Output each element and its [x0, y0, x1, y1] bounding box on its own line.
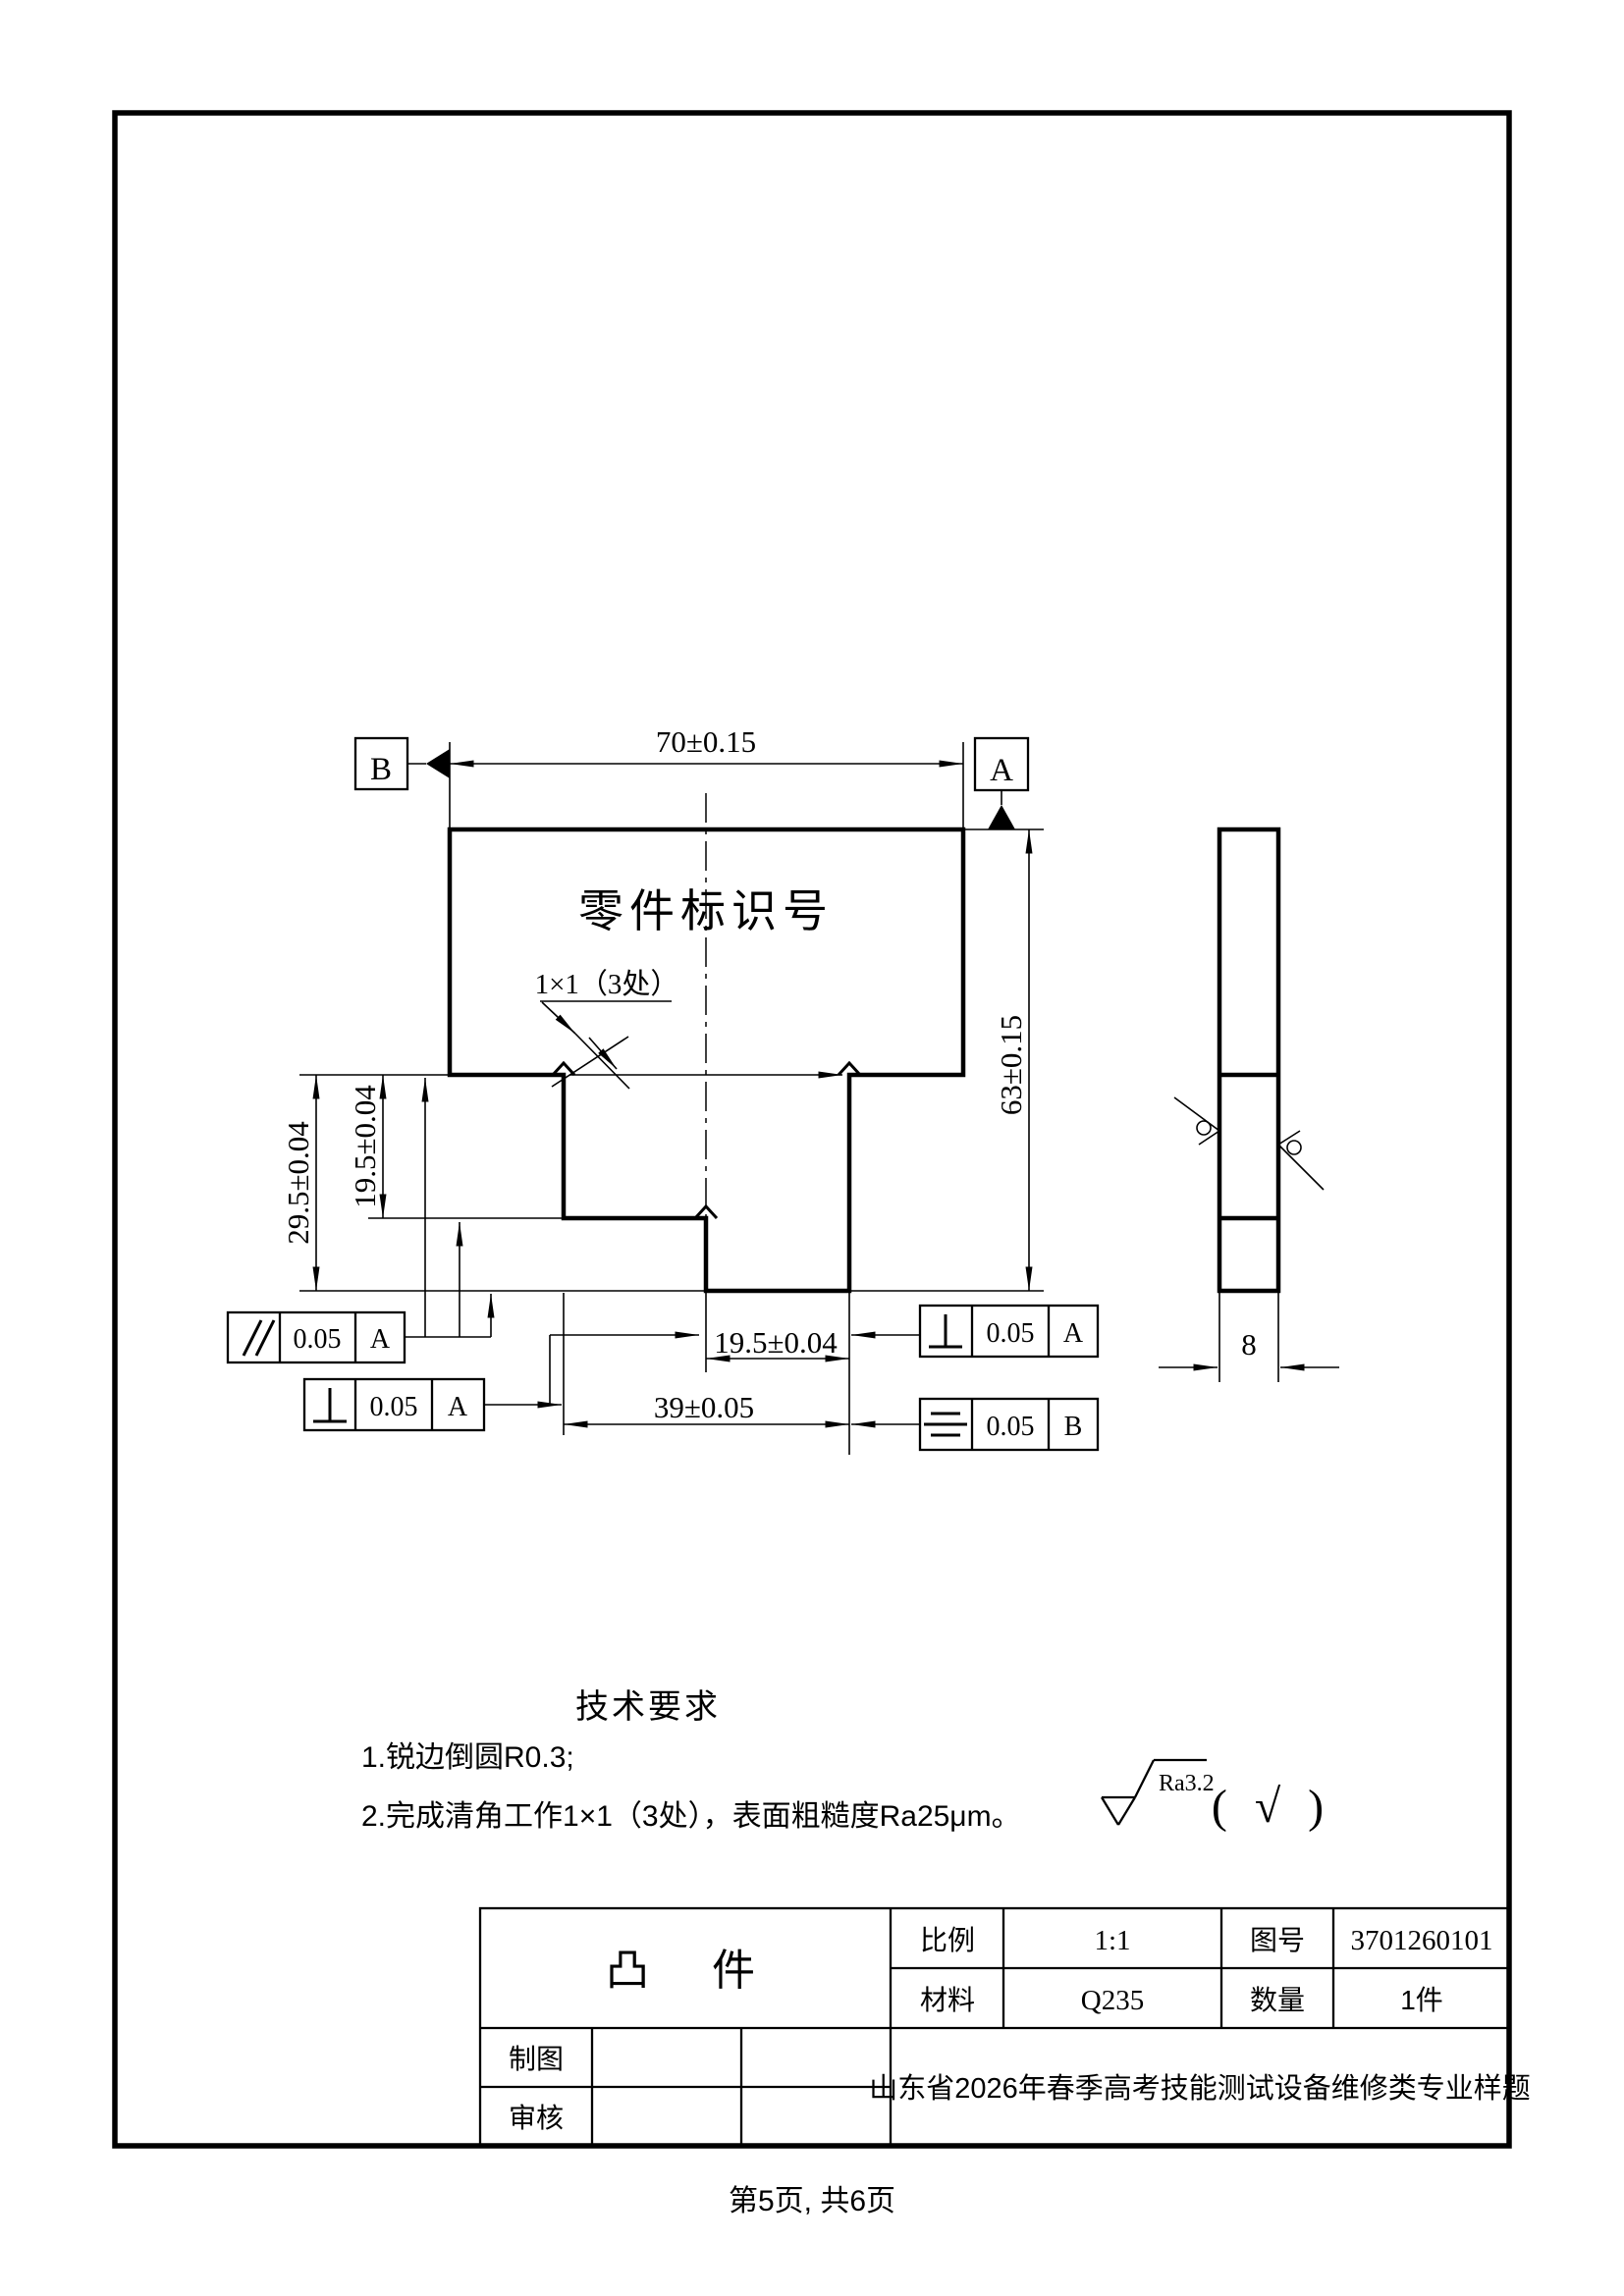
fcf-perpendicularity-right: 0.05 A	[851, 1304, 1100, 1359]
surface-finish-mark-left	[1173, 1096, 1220, 1146]
tech-requirements: 技术要求 1.锐边倒圆R0.3; 2.完成清角工作1×1（3处），表面粗糙度Ra…	[361, 1688, 1021, 1833]
drafter-label: 制图	[509, 2044, 564, 2074]
tech-item-1: 1.锐边倒圆R0.3;	[361, 1741, 574, 1774]
tech-item-2: 2.完成清角工作1×1（3处），表面粗糙度Ra25μm。	[361, 1800, 1021, 1833]
org-title: 山东省2026年春季高考技能测试设备维修类专业样题	[869, 2072, 1531, 2105]
dim-boss-width-text: 19.5±0.04	[714, 1325, 838, 1360]
surface-finish-mark-right	[1277, 1130, 1325, 1191]
checker-label: 审核	[509, 2103, 564, 2133]
dim-height-text: 63±0.15	[994, 1015, 1028, 1115]
fcf-perp-right-datum: A	[1063, 1318, 1084, 1349]
side-outline	[1217, 827, 1281, 1294]
side-view: 8	[1159, 827, 1339, 1382]
dim-bottom-group: 19.5±0.04 39±0.05	[549, 1293, 850, 1455]
fcf-parallelism-datum: A	[370, 1324, 391, 1355]
fcf-perpendicularity-left: 0.05 A	[302, 1377, 562, 1432]
dim-thickness-text: 8	[1241, 1327, 1257, 1362]
dim-thickness-8: 8	[1159, 1293, 1339, 1382]
parallelism-icon	[242, 1319, 276, 1357]
chamfer-note-text: 1×1（3处）	[535, 968, 679, 1000]
perpendicularity-icon	[313, 1388, 347, 1423]
dim-stem-height-text: 29.5±0.04	[281, 1121, 315, 1245]
dim-left-group: 29.5±0.04 19.5±0.04	[281, 1074, 1044, 1292]
border-frame	[112, 110, 1512, 2149]
part-id-label: 零件标识号	[578, 885, 834, 936]
datum-a-flag: A	[963, 736, 1044, 830]
qty-label: 数量	[1250, 1985, 1305, 2015]
chamfer-callout: 1×1（3处）	[535, 968, 842, 1090]
dim-step-height-text: 19.5±0.04	[348, 1085, 382, 1208]
fcf-perp-left-tol: 0.05	[370, 1392, 418, 1422]
fcf-perp-right-tol: 0.05	[987, 1318, 1035, 1349]
part-name: 凸 件	[606, 1947, 765, 1995]
dim-width-text: 70±0.15	[656, 724, 756, 759]
qty-value: 1件	[1400, 1985, 1443, 2015]
fcf-parallelism-tol: 0.05	[294, 1324, 342, 1355]
material-label: 材料	[920, 1985, 975, 2015]
drawing-no-label: 图号	[1250, 1925, 1305, 1955]
dim-height-63: 63±0.15	[994, 829, 1033, 1291]
material-value: Q235	[1081, 1985, 1144, 2016]
page-footer: 第5页, 共6页	[729, 2185, 895, 2217]
roughness-value: Ra3.2	[1159, 1771, 1215, 1796]
drawing-no-value: 3701260101	[1351, 1925, 1493, 1956]
fcf-symmetry-tol: 0.05	[987, 1412, 1035, 1442]
symmetry-icon	[924, 1412, 967, 1437]
datum-a-triangle	[988, 805, 1015, 829]
fcf-symmetry: 0.05 B	[851, 1397, 1100, 1452]
title-block: 凸 件 比例 1:1 图号 3701260101 材料 Q235 数量 1件 制…	[478, 1906, 1531, 2148]
datum-b-label: B	[370, 752, 392, 787]
front-view: 零件标识号 1×1（3处） 70±0.15 B A	[281, 724, 1044, 1455]
roughness-applies: ( √ )	[1212, 1781, 1331, 1833]
fcf-symmetry-datum: B	[1064, 1412, 1083, 1442]
perpendicularity-icon	[929, 1314, 962, 1349]
fcf-parallelism: 0.05 A	[226, 1078, 495, 1364]
datum-b-flag: B	[353, 736, 450, 791]
scale-label: 比例	[920, 1925, 975, 1955]
dim-stem-width-text: 39±0.05	[654, 1390, 754, 1424]
scale-value: 1:1	[1094, 1925, 1130, 1956]
datum-b-triangle	[426, 749, 450, 778]
fcf-perp-left-datum: A	[448, 1392, 468, 1422]
roughness-note: Ra3.2 ( √ )	[1101, 1758, 1331, 1833]
datum-a-label: A	[990, 753, 1013, 788]
tech-title: 技术要求	[575, 1688, 721, 1726]
roughness-symbol-icon	[1101, 1758, 1207, 1826]
